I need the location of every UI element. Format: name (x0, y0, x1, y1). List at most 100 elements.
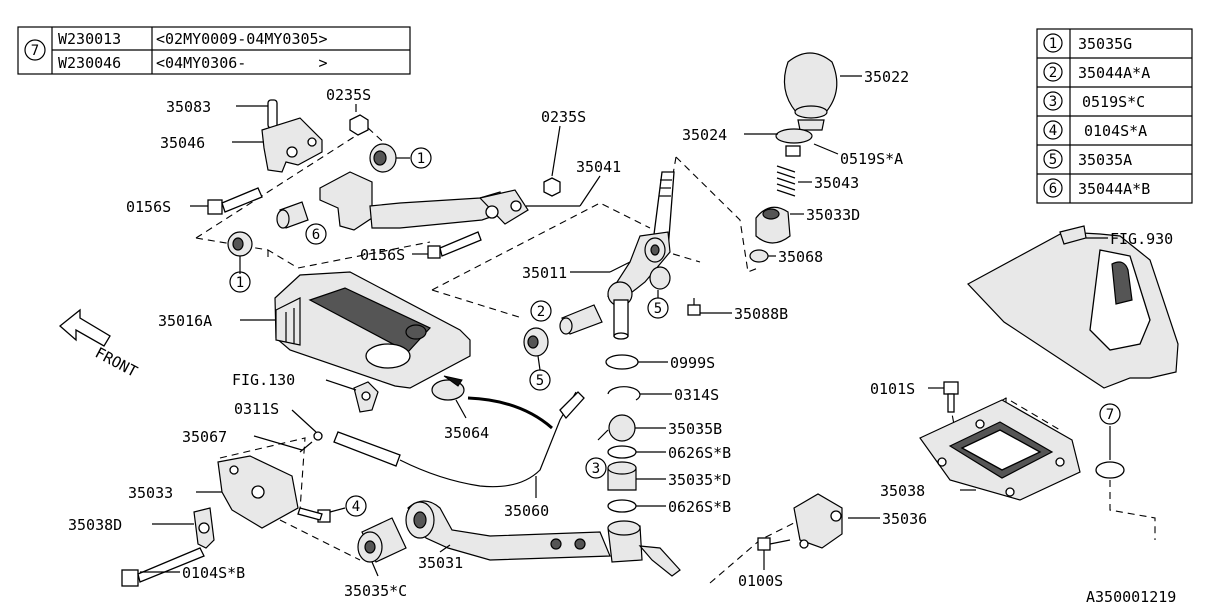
callout-0999s: 0999S (670, 354, 715, 372)
legend-part-4: 0104S*A (1084, 122, 1147, 140)
callout-35043: 35043 (814, 174, 859, 192)
callout-35016a: 35016A (158, 312, 212, 330)
marker-2: 2 (537, 304, 545, 320)
marker-5b: 5 (536, 373, 544, 389)
marker-4: 4 (352, 499, 360, 515)
marker-6: 6 (312, 227, 320, 243)
marker-3: 3 (592, 461, 600, 477)
washer-35068 (749, 249, 769, 263)
front-label: FRONT (92, 344, 140, 381)
pin-35083 (267, 99, 278, 129)
plug-7 (1095, 461, 1125, 479)
callout-35011: 35011 (522, 264, 567, 282)
callout-fig130: FIG.130 (232, 371, 295, 389)
bolt-0156s-a (207, 199, 223, 215)
cable-end (333, 431, 401, 467)
legend-part-1: 35035G (1078, 35, 1132, 53)
front-arrow: FRONT (58, 308, 140, 381)
callout-35024: 35024 (682, 126, 727, 144)
callout-35038: 35038 (880, 482, 925, 500)
washer-0626sb-a (607, 445, 637, 459)
callout-0156s-b: 0156S (360, 246, 405, 264)
pin-35067 (299, 441, 313, 453)
callout-0314s: 0314S (674, 386, 719, 404)
callout-0104sb: 0104S*B (182, 564, 245, 582)
legend-marker-5: 5 (1049, 152, 1057, 168)
spring-35043 (776, 165, 796, 197)
callout-35038d: 35038D (68, 516, 122, 534)
right-parts (757, 225, 1179, 570)
legend-part-3: 0519S*C (1082, 93, 1145, 111)
callout-0156s-a: 0156S (126, 198, 171, 216)
callout-35035b: 35035B (668, 420, 722, 438)
bolt-0104sb (121, 569, 139, 587)
upper-linkage (190, 99, 601, 274)
callout-35035d: 35035*D (668, 471, 731, 489)
lever-shaft (613, 299, 629, 337)
marker-1b: 1 (236, 275, 244, 291)
legend-marker-2: 2 (1049, 65, 1057, 81)
marker-1a: 1 (417, 151, 425, 167)
callout-35083: 35083 (166, 98, 211, 116)
note-marker-circle (24, 39, 46, 61)
legend-part-2: 35044A*A (1078, 64, 1150, 82)
legend-marker-4: 4 (1049, 123, 1057, 139)
callout-0100s: 0100S (738, 572, 783, 590)
note-code-1: W230013 (58, 30, 121, 48)
screw-0100s (757, 537, 771, 551)
legend-marker-3: 3 (1049, 94, 1057, 110)
callout-labels: 35083 0235S 35046 0156S 0235S 35041 0156… (68, 68, 1176, 606)
ring-0999s (605, 354, 639, 370)
note-code-2: W230046 (58, 54, 121, 72)
knob-stack (744, 52, 862, 263)
callout-fig930: FIG.930 (1110, 230, 1173, 248)
callout-35022: 35022 (864, 68, 909, 86)
shift-lever (523, 171, 732, 371)
bracket-35036 (793, 493, 843, 549)
knob-35022 (783, 52, 838, 113)
callout-35088b: 35088B (734, 305, 788, 323)
note-table: 7 W230013 <02MY0009-04MY0305> W230046 <0… (17, 26, 411, 75)
callout-0626sb-a: 0626S*B (668, 444, 731, 462)
ball-35035b (608, 414, 636, 442)
bush-35035a-a (649, 266, 671, 290)
callout-35060: 35060 (504, 502, 549, 520)
nut-0235s-b (543, 177, 561, 197)
knob-base-35024 (797, 119, 825, 131)
bolt-0156s-b (427, 245, 441, 259)
note-marker: 7 (31, 43, 39, 59)
callout-35035c: 35035*C (344, 582, 407, 600)
washer-0626sb-b (607, 499, 637, 513)
callout-35067: 35067 (182, 428, 227, 446)
note-range-2: <04MY0306- > (156, 54, 328, 72)
marker-7: 7 (1106, 407, 1114, 423)
callout-0626sb-b: 0626S*B (668, 498, 731, 516)
legend-table: 1 35035G 2 35044A*A 3 0519S*C 4 0104S*A … (1036, 28, 1193, 204)
bolt-0101s (943, 381, 959, 395)
legend-part-6: 35044A*B (1078, 180, 1150, 198)
callout-35033d: 35033D (806, 206, 860, 224)
legend-part-5: 35035A (1078, 151, 1132, 169)
callout-0235s-b: 0235S (541, 108, 586, 126)
cable-assembly (121, 375, 585, 587)
housing-plate (240, 271, 471, 389)
center-stack (597, 354, 672, 513)
nut-0235s-a (349, 114, 369, 136)
callout-35033: 35033 (128, 484, 173, 502)
clip-0314s (607, 386, 641, 401)
note-range-1: <02MY0009-04MY0305> (156, 30, 328, 48)
callout-35046: 35046 (160, 134, 205, 152)
callout-35068: 35068 (778, 248, 823, 266)
callout-0235s-a: 0235S (326, 86, 371, 104)
lower-rod (357, 500, 681, 577)
legend-marker-1: 1 (1049, 36, 1057, 52)
bracket-35046 (261, 117, 323, 173)
callout-0311s: 0311S (234, 400, 279, 418)
screw-35088b (687, 304, 701, 316)
lever-block (319, 171, 373, 231)
legend-marker-6: 6 (1049, 181, 1057, 197)
marker-5a: 5 (654, 301, 662, 317)
marker-circles: 1 6 1 2 5 5 3 4 7 (229, 147, 1121, 517)
clip-0311s (313, 431, 323, 441)
